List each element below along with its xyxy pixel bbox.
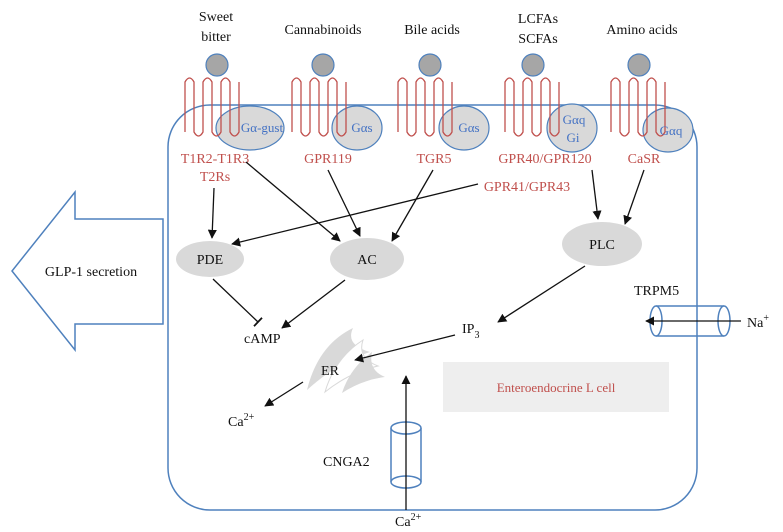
enzyme-ac-label: AC: [357, 253, 376, 268]
ligand-amino-acids: Amino acids: [606, 23, 677, 38]
pathway-arrows: [207, 161, 741, 510]
receptor-gpr40-gpr120: GPR40/GPR120: [498, 152, 591, 167]
receptor-coil-3: [397, 77, 453, 137]
enzyme-ac: [330, 238, 404, 280]
arrow-ip3-to-er: [354, 334, 456, 363]
receptor-coil-4: [504, 77, 560, 137]
arrow-casr-to-plc: [623, 169, 645, 225]
ligand-bitter: bitter: [201, 30, 231, 45]
enzyme-pde-label: PDE: [197, 253, 223, 268]
receptor-casr: CaSR: [628, 152, 661, 167]
cell-label-box: [443, 362, 669, 412]
ligand-lcfas: LCFAs: [518, 12, 558, 27]
arrow-t2rs-to-pde: [207, 187, 217, 239]
receptor-coil-1: [184, 77, 240, 137]
cell-label: Enteroendocrine L cell: [497, 380, 616, 395]
g-protein-label-gq-2: Gαq: [660, 123, 683, 138]
arrow-gpr40-to-plc: [591, 169, 602, 220]
receptor-coil-2: [291, 77, 347, 137]
enzyme-plc: [562, 222, 642, 266]
receptor-t2rs: T2Rs: [200, 170, 230, 185]
enzyme-pde: [176, 241, 244, 277]
ligand-ball: [521, 53, 545, 77]
arrow-tgr5-to-ac: [391, 169, 434, 242]
arrow-er-to-ca: [264, 381, 304, 407]
inhibit-pde-camp: [212, 278, 263, 327]
ligand-ball: [627, 53, 651, 77]
receptor-coil-5: [610, 77, 666, 137]
na-label: Na+: [747, 313, 769, 331]
receptor-t1r2-t1r3: T1R2-T1R3: [181, 152, 249, 167]
trpm5-label: TRPM5: [634, 284, 679, 299]
g-protein-label-gust: Gα-gust: [241, 120, 284, 135]
er-label: ER: [321, 364, 340, 379]
cnga2-label: CNGA2: [323, 455, 370, 470]
g-protein-gust: [215, 105, 285, 151]
er-organelle: [307, 328, 385, 394]
glp1-secretion-label: GLP-1 secretion: [45, 265, 137, 280]
g-protein-label-gq: Gαq: [563, 112, 586, 127]
g-protein-label-gi: Gi: [567, 130, 580, 145]
glp1-secretion-arrow: [11, 189, 164, 353]
receptor-coils: [184, 77, 666, 137]
ligand-sweet: Sweet: [199, 10, 233, 25]
ligand-ball: [418, 53, 442, 77]
g-protein-label-gs-2: Gαs: [458, 120, 479, 135]
receptor-tgr5: TGR5: [417, 152, 452, 167]
ca-extracellular-label: Ca2+: [395, 512, 422, 530]
arrow-gpr119-to-ac: [327, 169, 361, 237]
arrow-plc-to-ip3: [497, 265, 586, 323]
g-protein-gs-1: [331, 105, 383, 151]
ca-intracellular-label: Ca2+: [228, 412, 255, 430]
ip3-label: IP3: [462, 322, 479, 341]
enzyme-plc-label: PLC: [589, 238, 615, 253]
ligand-scfas: SCFAs: [518, 32, 557, 47]
arrow-gpr41-to-pde: [231, 183, 479, 247]
arrow-ac-to-camp: [281, 279, 346, 329]
ligand-ball: [311, 53, 335, 77]
receptor-gpr119: GPR119: [304, 152, 352, 167]
ligand-cannabinoids: Cannabinoids: [285, 23, 362, 38]
camp-label: cAMP: [244, 332, 281, 347]
g-protein-label-gs-1: Gαs: [351, 120, 372, 135]
receptor-gpr41-gpr43: GPR41/GPR43: [484, 180, 570, 195]
ligand-ball: [205, 53, 229, 77]
arrow-t1r2-to-ac: [245, 161, 341, 242]
ligand-bile-acids: Bile acids: [404, 23, 460, 38]
